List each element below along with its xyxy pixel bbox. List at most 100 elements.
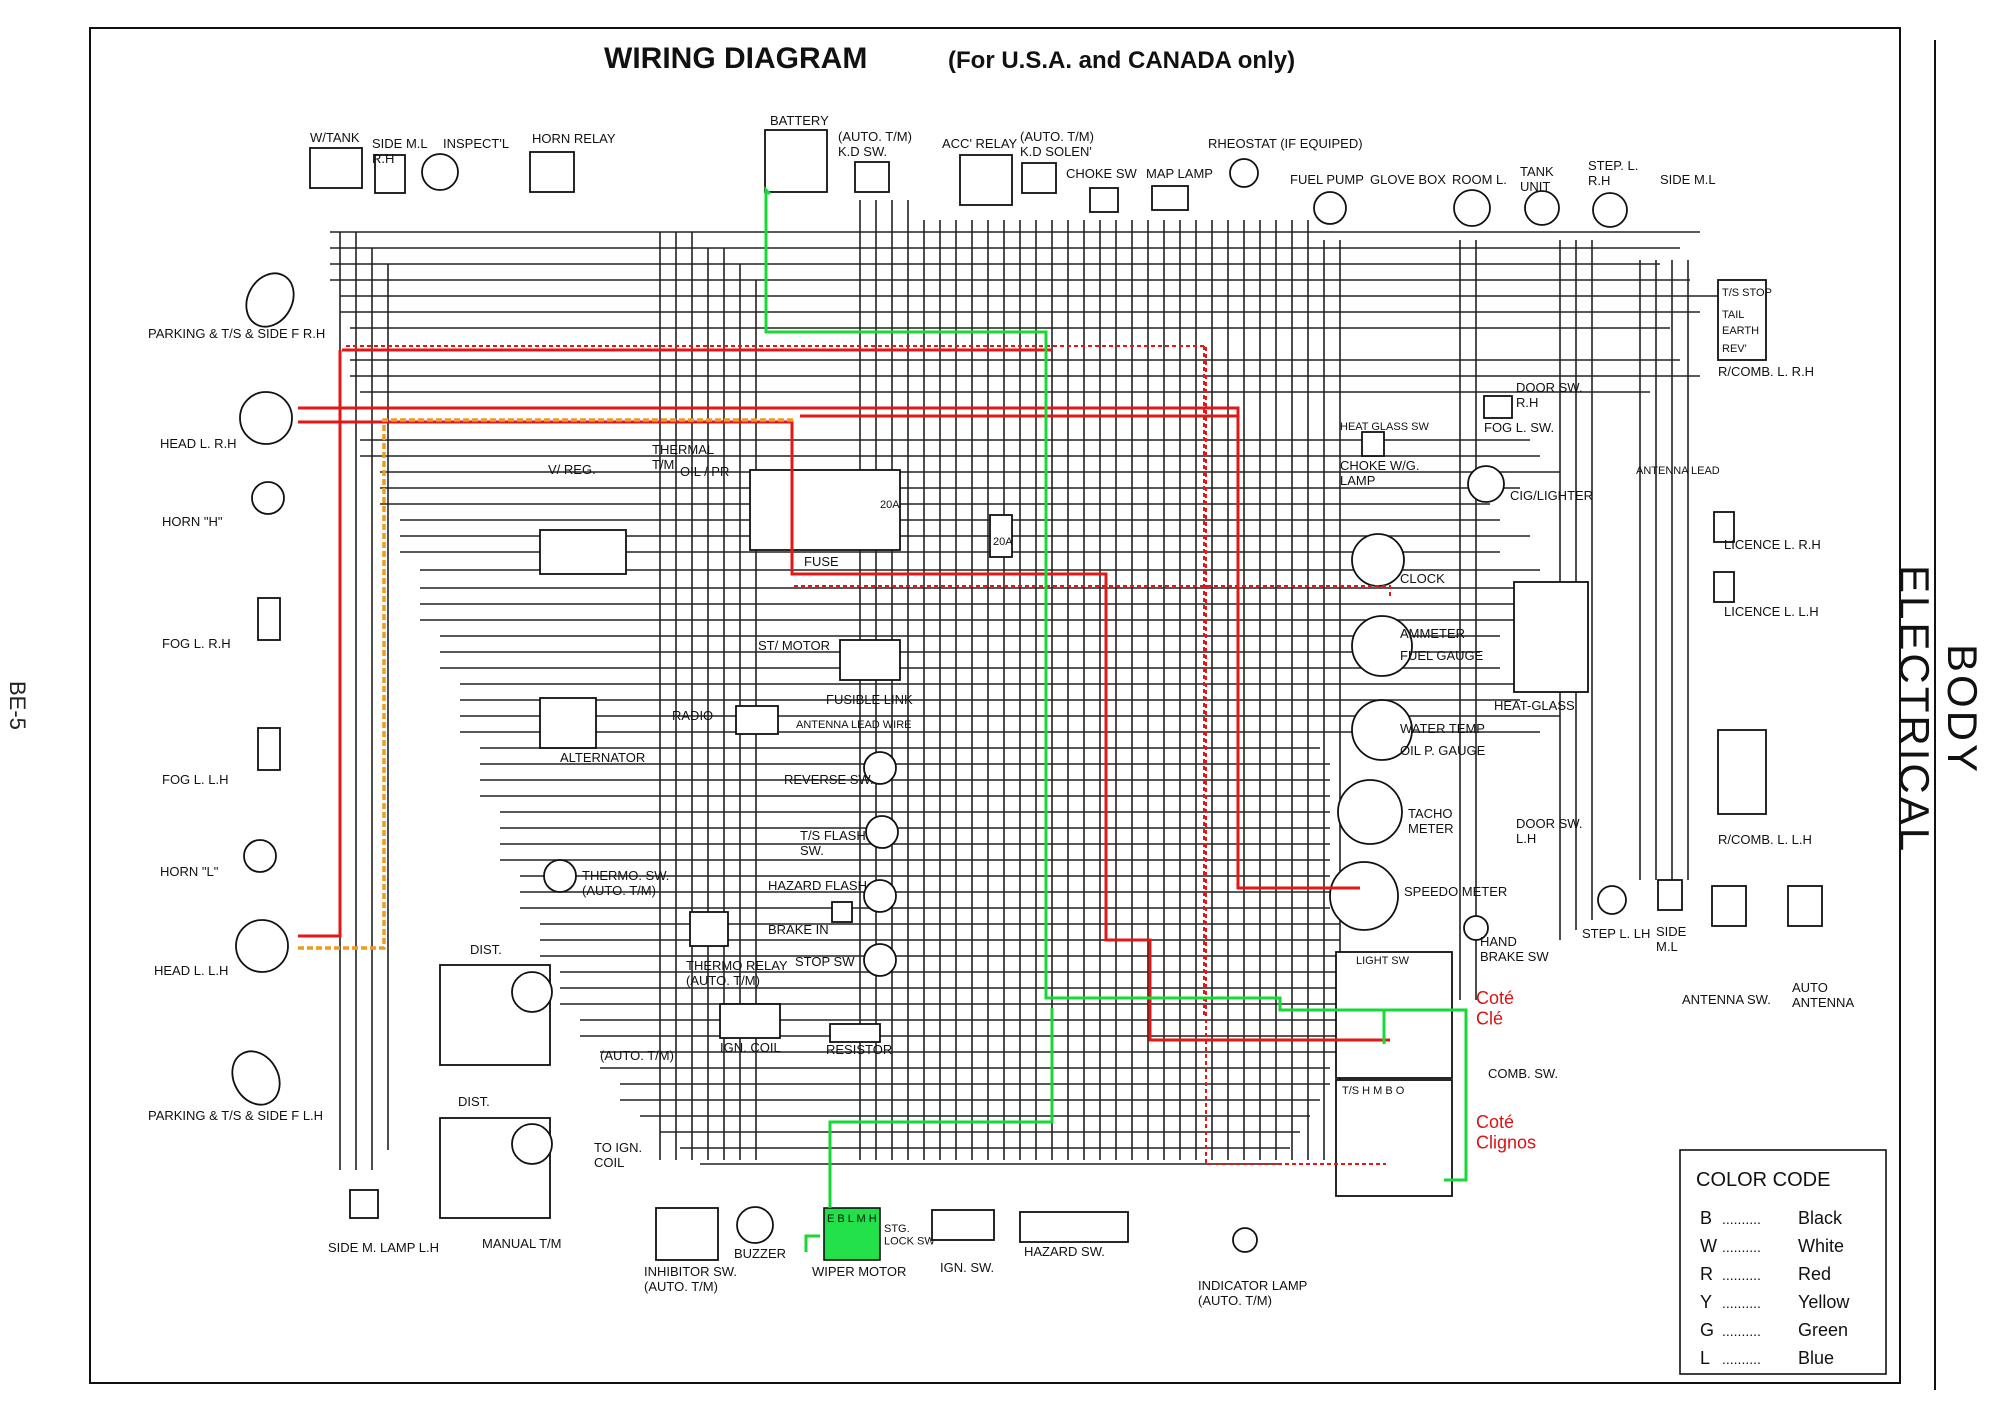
step-l-lh-label: STEP L. LH bbox=[1582, 926, 1650, 941]
battery-label: BATTERY bbox=[770, 113, 829, 128]
horn-h-label: HORN "H" bbox=[162, 514, 223, 529]
comb-sw-label: COMB. SW. bbox=[1488, 1066, 1558, 1081]
rcomb-rh-box bbox=[1717, 279, 1767, 361]
radio-label: RADIO bbox=[672, 708, 713, 723]
parking-lamp-rh bbox=[245, 272, 295, 328]
fuel-gauge-label: FUEL GAUGE bbox=[1400, 648, 1484, 663]
ign-coil-label: IGN. COIL bbox=[720, 1040, 781, 1055]
kd-solen-label: (AUTO. T/M)K.D SOLEN' bbox=[1020, 129, 1094, 159]
brake-in-label: BRAKE IN bbox=[768, 922, 829, 937]
wiper-motor-box bbox=[823, 1207, 881, 1261]
dist-manual-rotor bbox=[511, 1123, 553, 1165]
side-ml-rh-box bbox=[374, 154, 406, 194]
fuel-pump-label: FUEL PUMP bbox=[1290, 172, 1364, 187]
color-code-letter: W bbox=[1700, 1236, 1717, 1256]
side-m-lamp-lh-label: SIDE M. LAMP L.H bbox=[328, 1240, 439, 1255]
door-sw-lh-label: DOOR SW.L.H bbox=[1516, 816, 1582, 846]
color-code-title: COLOR CODE bbox=[1696, 1169, 1830, 1191]
indicator-lamp bbox=[1232, 1227, 1258, 1253]
kd-solen-box bbox=[1021, 162, 1057, 194]
w-tank-box bbox=[309, 147, 363, 189]
inspect-lamp bbox=[421, 153, 459, 191]
thermo-sw bbox=[543, 859, 577, 893]
tail-label: TAIL bbox=[1722, 309, 1744, 321]
fog-l-sw-box bbox=[1483, 395, 1513, 419]
st-motor-label: ST/ MOTOR bbox=[758, 638, 830, 653]
inhibitor-sw-box bbox=[655, 1207, 719, 1261]
parking-lamp-lh bbox=[231, 1050, 281, 1106]
horn-relay-box bbox=[529, 151, 575, 193]
auto-antenna-box bbox=[1787, 885, 1823, 927]
glove-box-label: GLOVE BOX bbox=[1370, 172, 1446, 187]
color-code-name: Yellow bbox=[1798, 1292, 1850, 1312]
water-temp-label: WATER TEMP bbox=[1400, 721, 1485, 736]
std-lock-sw-label: STG.LOCK SW bbox=[884, 1223, 935, 1248]
color-code-legend: COLOR CODE B..........BlackW..........Wh… bbox=[1679, 1149, 1887, 1375]
fuse-20a-2-label: 20A bbox=[993, 536, 1013, 548]
light-sw-grid bbox=[1335, 951, 1453, 1079]
to-ign-coil-label: TO IGN.COIL bbox=[594, 1140, 642, 1170]
color-code-leader: .......... bbox=[1722, 1267, 1761, 1283]
highlight-orange-circuit bbox=[298, 418, 794, 950]
v-reg-box bbox=[539, 529, 627, 575]
head-lamp-rh bbox=[239, 391, 293, 445]
stop-sw bbox=[863, 943, 897, 977]
diagram-frame bbox=[89, 27, 1901, 1384]
dist-2-label: DIST. bbox=[458, 1094, 490, 1109]
horn-relay-label: HORN RELAY bbox=[532, 131, 616, 146]
color-code-letter: L bbox=[1700, 1348, 1710, 1368]
highlight-red-circuit bbox=[298, 348, 1390, 1042]
alternator-box bbox=[539, 697, 597, 749]
light-sw-label: LIGHT SW bbox=[1356, 955, 1410, 967]
fuel-pump bbox=[1313, 191, 1347, 225]
fuse-20a-2 bbox=[989, 514, 1013, 558]
ts-stop-label: T/S STOP bbox=[1722, 287, 1772, 299]
rev-label: REV' bbox=[1722, 343, 1747, 355]
cig-lighter bbox=[1467, 465, 1505, 503]
choke-wg-label: CHOKE W/G.LAMP bbox=[1340, 458, 1419, 488]
heat-glass-sw-box bbox=[1361, 431, 1385, 457]
color-code-leader: .......... bbox=[1722, 1323, 1761, 1339]
auto-tm-label: (AUTO. T/M) bbox=[600, 1048, 674, 1063]
color-code-name: Red bbox=[1798, 1264, 1831, 1284]
ts-flash-label: T/S FLASH.SW. bbox=[800, 828, 869, 858]
step-l-rh-label: STEP. L.R.H bbox=[1588, 158, 1638, 188]
door-sw-rh-label: DOOR SW.R.H bbox=[1516, 380, 1582, 410]
tacho-meter bbox=[1337, 779, 1403, 845]
hazard-flash-label: HAZARD FLASH bbox=[768, 878, 867, 893]
licence-lamp-lh bbox=[1713, 571, 1735, 603]
color-code-name: Black bbox=[1798, 1208, 1843, 1228]
wiper-terminals-label: E B L M H bbox=[827, 1213, 877, 1225]
thermo-relay-label: THERMO RELAY(AUTO. T/M) bbox=[686, 958, 788, 988]
buzzer-label: BUZZER bbox=[734, 1246, 786, 1261]
map-lamp-label: MAP LAMP bbox=[1146, 166, 1213, 181]
antenna-sw-box bbox=[1711, 885, 1747, 927]
ts-flash-sw bbox=[865, 815, 899, 849]
step-lamp-lh bbox=[1597, 885, 1627, 915]
rcomb-rh-label: R/COMB. L. R.H bbox=[1718, 364, 1814, 379]
cig-lighter-label: CIG/LIGHTER bbox=[1510, 488, 1593, 503]
horn-h bbox=[251, 481, 285, 515]
side-ml-right-label: SIDE M.L bbox=[1660, 172, 1716, 187]
choke-sw-label: CHOKE SW bbox=[1066, 166, 1138, 181]
oil-pr-label: OIL / PR bbox=[680, 464, 729, 479]
thermo-sw-label: THERMO. SW.(AUTO. T/M) bbox=[582, 868, 669, 898]
licence-rh-label: LICENCE L. R.H bbox=[1724, 537, 1821, 552]
head-lamp-lh bbox=[235, 919, 289, 973]
parking-rh-label: PARKING & T/S & SIDE F R.H bbox=[148, 326, 325, 341]
ign-sw-box bbox=[931, 1209, 995, 1241]
licence-lamp-rh bbox=[1713, 511, 1735, 543]
oil-p-gauge-label: OIL P. GAUGE bbox=[1400, 743, 1486, 758]
acc-relay-box bbox=[959, 154, 1013, 206]
head-rh-label: HEAD L. R.H bbox=[160, 436, 237, 451]
buzzer bbox=[736, 1206, 774, 1244]
color-code-name: Green bbox=[1798, 1320, 1848, 1340]
color-code-name: Blue bbox=[1798, 1348, 1834, 1368]
hazard-sw-box bbox=[1019, 1211, 1129, 1243]
main-harness bbox=[330, 200, 1720, 1170]
